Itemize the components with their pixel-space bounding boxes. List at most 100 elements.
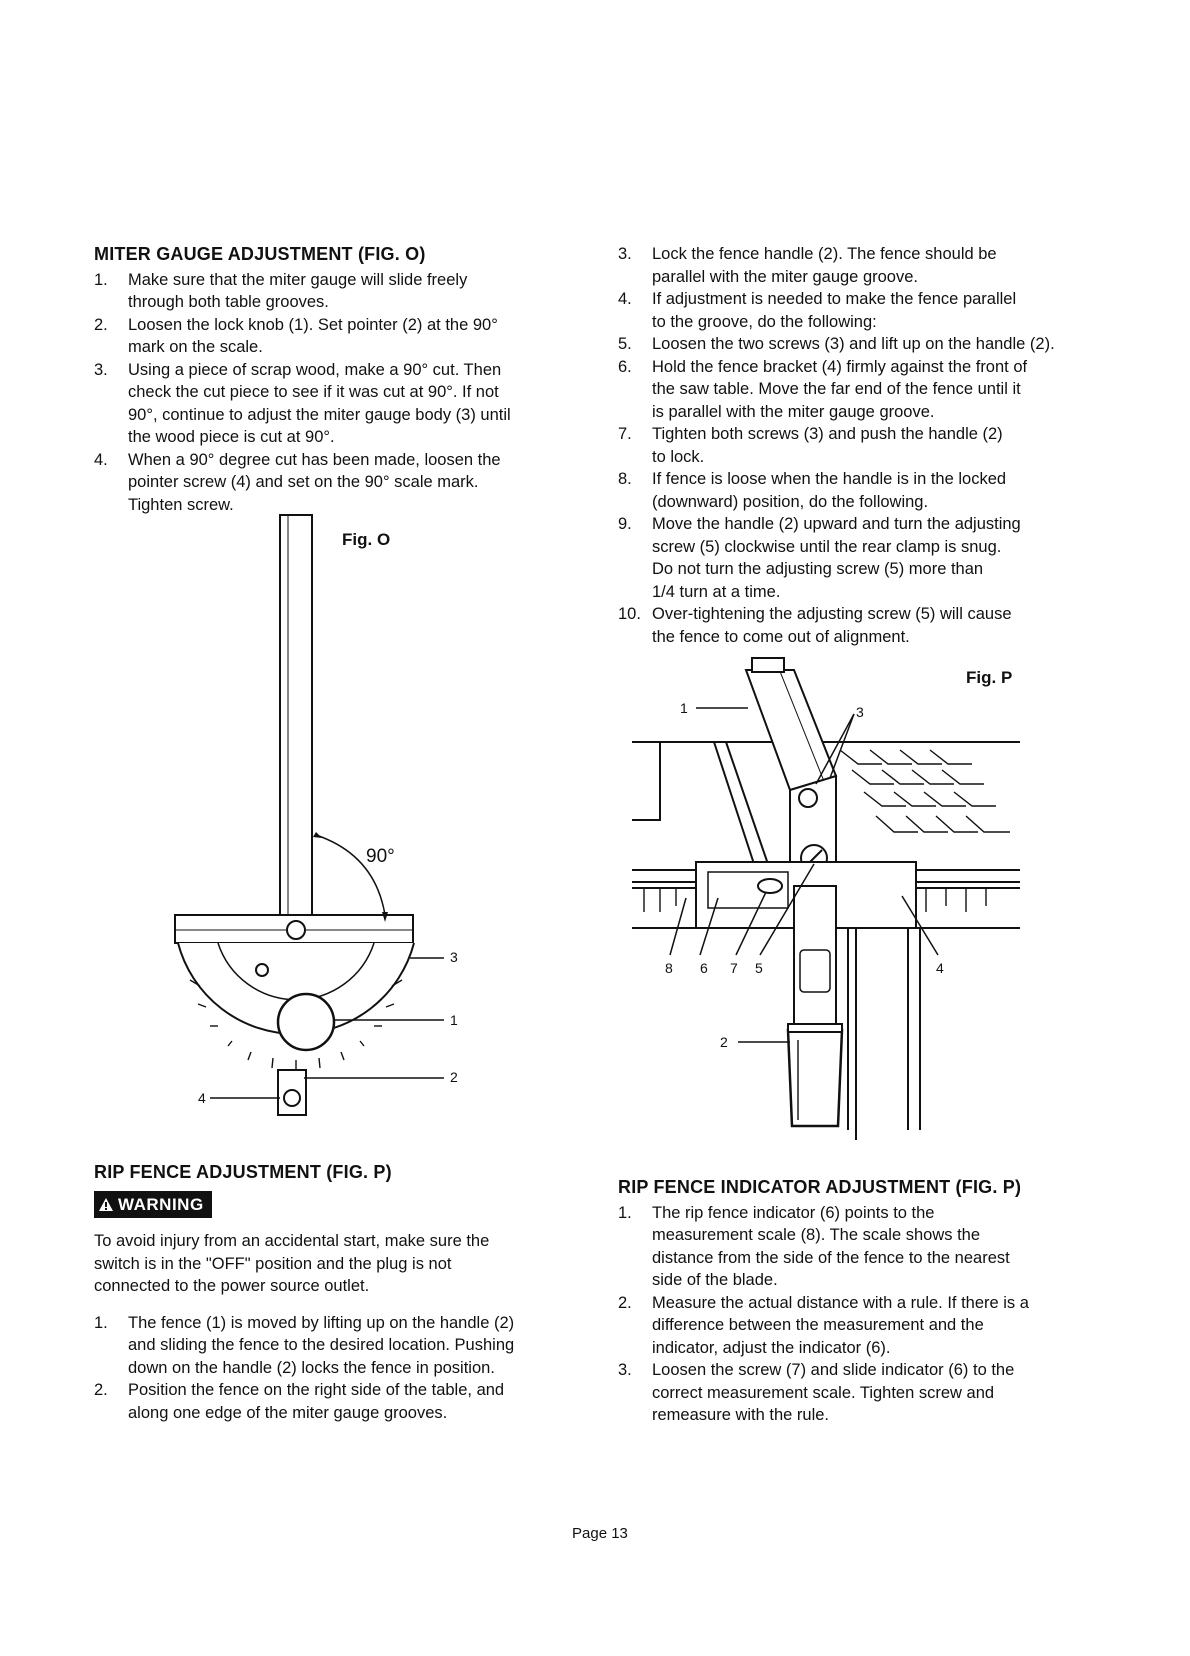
item-line: 1/4 turn at a time. bbox=[652, 582, 781, 601]
list-item: 2. Position the fence on the right side o… bbox=[94, 1379, 579, 1424]
fig-p-rip-fence-drawing bbox=[632, 657, 1020, 1140]
item-line: measurement scale (8). The scale shows t… bbox=[652, 1226, 981, 1244]
item-line: the saw table. Move the far end of the f… bbox=[652, 380, 1021, 398]
fig-o-callout-2: 2 bbox=[450, 1069, 458, 1085]
item-number: 1. bbox=[618, 1203, 632, 1222]
miter-gauge-section: MITER GAUGE ADJUSTMENT (FIG. O) 1.Make s… bbox=[94, 243, 579, 516]
list-item: 9. Move the handle (2) upward and turn th… bbox=[618, 513, 1118, 603]
fig-o-callout-1: 1 bbox=[450, 1012, 458, 1028]
item-line: Loosen the lock knob (1). Set pointer (2… bbox=[128, 315, 498, 334]
fig-p-callout-2: 2 bbox=[720, 1034, 728, 1050]
item-number: 10. bbox=[618, 605, 641, 623]
fig-p-callout-4: 4 bbox=[936, 960, 944, 976]
item-line: remeasure with the rule. bbox=[652, 1406, 829, 1424]
list-item: 3.Using a piece of scrap wood, make a 90… bbox=[94, 359, 579, 449]
item-line: distance from the side of the fence to t… bbox=[652, 1248, 1010, 1267]
item-line: If fence is loose when the handle is in … bbox=[652, 470, 1007, 488]
fig-o-label: Fig. O bbox=[342, 530, 391, 549]
item-line: indicator, adjust the indicator (6). bbox=[652, 1338, 891, 1357]
text-line: To avoid injury from an accidental start… bbox=[94, 1232, 490, 1250]
miter-gauge-heading: MITER GAUGE ADJUSTMENT (FIG. O) bbox=[94, 244, 426, 264]
item-line: is parallel with the miter gauge groove. bbox=[652, 402, 935, 421]
list-item: 1. The rip fence indicator (6) points to … bbox=[618, 1202, 1118, 1292]
item-line: The fence (1) is moved by lifting up on … bbox=[128, 1313, 515, 1332]
item-number: 6. bbox=[618, 357, 632, 376]
item-line: to the groove, do the following: bbox=[652, 312, 877, 331]
item-number: 3. bbox=[94, 360, 108, 379]
list-item: 8.If fence is loose when the handle is i… bbox=[618, 468, 1118, 513]
item-number: 5. bbox=[618, 335, 632, 353]
item-number: 9. bbox=[618, 515, 632, 533]
item-line: Move the handle (2) upward and turn the … bbox=[652, 515, 1021, 533]
list-item: 5. Loosen the two screws (3) and lift up … bbox=[618, 333, 1118, 356]
list-item: 2. Measure the actual distance with a rul… bbox=[618, 1292, 1118, 1360]
list-item: 3. Loosen the screw (7) and slide indicat… bbox=[618, 1359, 1118, 1427]
rip-indicator-section: RIP FENCE INDICATOR ADJUSTMENT (FIG. P) … bbox=[618, 1176, 1118, 1427]
item-line: parallel with the miter gauge groove. bbox=[652, 267, 918, 286]
warning-badge: WARNING bbox=[94, 1190, 212, 1218]
item-number: 7. bbox=[618, 425, 632, 443]
item-line: check the cut piece to see if it was cut… bbox=[128, 383, 499, 401]
item-line: Lock the fence handle (2). The fence sho… bbox=[652, 245, 997, 263]
item-line: Hold the fence bracket (4) firmly agains… bbox=[652, 357, 1028, 376]
item-line: pointer screw (4) and set on the 90° sca… bbox=[128, 473, 479, 491]
fence-steps-continued: 3. Lock the fence handle (2). The fence s… bbox=[618, 243, 1118, 648]
item-line: through both table grooves. bbox=[128, 293, 329, 311]
fence-steps-list: 3. Lock the fence handle (2). The fence s… bbox=[618, 243, 1118, 648]
item-number: 3. bbox=[618, 1361, 632, 1379]
item-line: mark on the scale. bbox=[128, 338, 263, 356]
rip-fence-heading: RIP FENCE ADJUSTMENT (FIG. P) bbox=[94, 1162, 392, 1182]
item-line: side of the blade. bbox=[652, 1271, 778, 1289]
item-number: 2. bbox=[618, 1293, 632, 1312]
fig-p-callout-1: 1 bbox=[680, 700, 688, 716]
fig-p-callout-6: 6 bbox=[700, 960, 708, 976]
miter-gauge-steps: 1.Make sure that the miter gauge will sl… bbox=[94, 269, 579, 517]
item-number: 3. bbox=[618, 245, 632, 263]
list-item: 4. When a 90° degree cut has been made, l… bbox=[94, 449, 579, 517]
item-line: If adjustment is needed to make the fenc… bbox=[652, 290, 1017, 308]
item-line: Over-tightening the adjusting screw (5) … bbox=[652, 605, 1012, 623]
fig-p-callout-7: 7 bbox=[730, 960, 738, 976]
fig-p-label: Fig. P bbox=[966, 668, 1013, 687]
item-number: 2. bbox=[94, 315, 108, 334]
fig-o-callout-4: 4 bbox=[198, 1090, 206, 1106]
list-item: 6. Hold the fence bracket (4) firmly agai… bbox=[618, 356, 1118, 424]
item-number: 1. bbox=[94, 270, 108, 289]
item-line: Tighten screw. bbox=[128, 495, 234, 514]
item-line: the fence to come out of alignment. bbox=[652, 627, 910, 646]
rip-fence-section: RIP FENCE ADJUSTMENT (FIG. P) WARNING To… bbox=[94, 1161, 579, 1424]
rip-indicator-steps: 1. The rip fence indicator (6) points to … bbox=[618, 1202, 1118, 1427]
warning-text: To avoid injury from an accidental start… bbox=[94, 1230, 579, 1298]
item-line: Loosen the screw (7) and slide indicator… bbox=[652, 1361, 1015, 1379]
fig-p-callout-3: 3 bbox=[856, 704, 864, 720]
warning-triangle-icon bbox=[99, 1197, 113, 1211]
fig-o-callout-3: 3 bbox=[450, 949, 458, 965]
item-line: the wood piece is cut at 90°. bbox=[128, 428, 335, 446]
item-number: 2. bbox=[94, 1381, 108, 1399]
item-line: Do not turn the adjusting screw (5) more… bbox=[652, 560, 984, 578]
item-line: 90°, continue to adjust the miter gauge … bbox=[128, 405, 511, 424]
item-line: The rip fence indicator (6) points to th… bbox=[652, 1203, 935, 1222]
item-line: difference between the measurement and t… bbox=[652, 1316, 984, 1334]
list-item: 2. Loosen the lock knob (1). Set pointer … bbox=[94, 314, 579, 359]
text-line: switch is in the "OFF" position and the … bbox=[94, 1254, 452, 1273]
fig-o-angle: 90° bbox=[366, 846, 395, 867]
list-item: 1.Make sure that the miter gauge will sl… bbox=[94, 269, 579, 314]
item-line: Loosen the two screws (3) and lift up on… bbox=[652, 335, 1055, 353]
item-line: Measure the actual distance with a rule.… bbox=[652, 1293, 1029, 1312]
item-line: When a 90° degree cut has been made, loo… bbox=[128, 450, 501, 469]
list-item: 1. The fence (1) is moved by lifting up o… bbox=[94, 1312, 579, 1380]
page-number: Page 13 bbox=[572, 1525, 628, 1542]
item-line: along one edge of the miter gauge groove… bbox=[128, 1403, 448, 1422]
item-number: 4. bbox=[94, 450, 108, 469]
list-item: 4.If adjustment is needed to make the fe… bbox=[618, 288, 1118, 333]
item-number: 1. bbox=[94, 1313, 108, 1332]
list-item: 7. Tighten both screws (3) and push the h… bbox=[618, 423, 1118, 468]
warning-label: WARNING bbox=[118, 1194, 204, 1214]
item-line: Position the fence on the right side of … bbox=[128, 1381, 505, 1399]
item-line: Tighten both screws (3) and push the han… bbox=[652, 425, 1003, 443]
rip-indicator-heading: RIP FENCE INDICATOR ADJUSTMENT (FIG. P) bbox=[618, 1177, 1022, 1197]
list-item: 3. Lock the fence handle (2). The fence s… bbox=[618, 243, 1118, 288]
text-line: connected to the power source outlet. bbox=[94, 1277, 370, 1295]
fig-p-callout-8: 8 bbox=[665, 960, 673, 976]
